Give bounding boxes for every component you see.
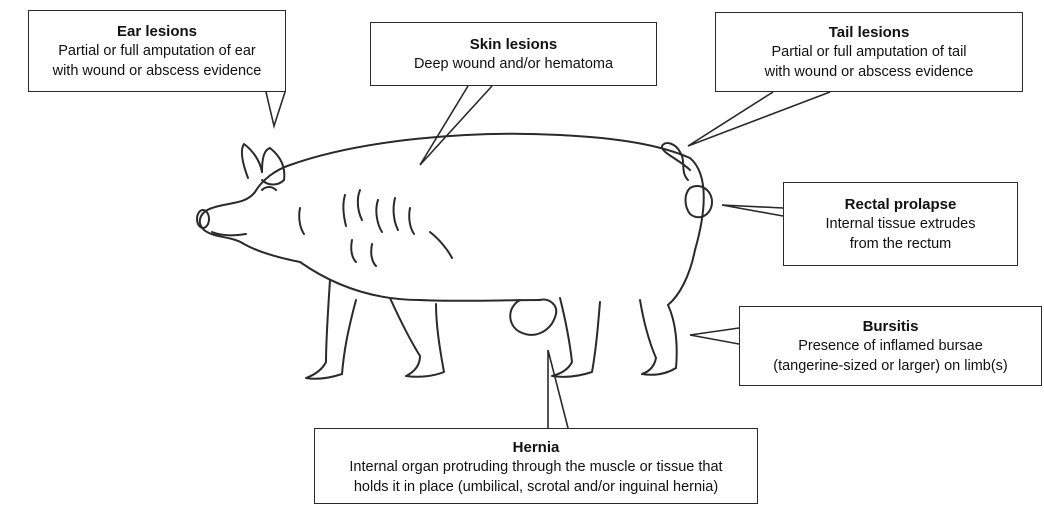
bursitis-desc-line-1: Presence of inflamed bursae (798, 336, 983, 356)
hernia-desc-line-1: Internal organ protruding through the mu… (349, 457, 722, 477)
bursitis-callout: Bursitis Presence of inflamed bursae (ta… (739, 306, 1042, 386)
rectal-prolapse-callout: Rectal prolapse Internal tissue extrudes… (783, 182, 1018, 266)
bursitis-leader-line (690, 328, 739, 344)
ear-lesions-desc-line-2: with wound or abscess evidence (53, 61, 262, 81)
pig-skin-mark-3 (376, 200, 382, 232)
pig-hind-leg-b (640, 300, 677, 375)
ear-lesions-callout: Ear lesions Partial or full amputation o… (28, 10, 286, 92)
hernia-title: Hernia (513, 438, 560, 457)
pig-skin-mark-2 (358, 190, 362, 220)
pig-ear-left (242, 144, 262, 178)
pig-hernia-bulge (510, 300, 556, 335)
skin-lesions-callout: Skin lesions Deep wound and/or hematoma (370, 22, 657, 86)
pig-skin-mark-6 (351, 240, 356, 262)
ear-lesions-title: Ear lesions (117, 22, 197, 41)
ear-lesions-desc-line-1: Partial or full amputation of ear (58, 41, 255, 61)
tail-lesions-desc-line-1: Partial or full amputation of tail (771, 42, 966, 62)
rectal-prolapse-desc-line-2: from the rectum (850, 234, 952, 254)
tail-lesions-callout: Tail lesions Partial or full amputation … (715, 12, 1023, 92)
ear-leader-line (266, 92, 285, 126)
pig-skin-mark-9 (299, 208, 304, 234)
pig-skin-mark-5 (409, 208, 414, 234)
rectal-prolapse-title: Rectal prolapse (845, 195, 957, 214)
rectal-leader-line (722, 205, 783, 216)
bursitis-desc-line-2: (tangerine-sized or larger) on limb(s) (773, 356, 1008, 376)
pig-skin-mark-7 (371, 244, 376, 266)
pig-skin-mark-1 (343, 195, 346, 226)
pig-eye (262, 187, 276, 190)
pig-skin-mark-8 (430, 232, 452, 258)
pig-rump-outline (668, 158, 704, 305)
tail-lesions-title: Tail lesions (829, 23, 910, 42)
pig-front-leg-b (390, 298, 444, 377)
pig-front-leg-a (306, 280, 356, 379)
tail-lesions-desc-line-2: with wound or abscess evidence (765, 62, 974, 82)
pig-hind-leg-a (552, 298, 600, 377)
pig-illustration (197, 134, 712, 379)
rectal-prolapse-desc-line-1: Internal tissue extrudes (826, 214, 976, 234)
bursitis-title: Bursitis (863, 317, 919, 336)
pig-rectal-bulge (686, 186, 713, 217)
skin-lesions-title: Skin lesions (470, 35, 558, 54)
skin-lesions-desc-line-1: Deep wound and/or hematoma (414, 54, 613, 74)
skin-leader-line (420, 86, 492, 165)
pig-back-outline (290, 134, 690, 165)
pig-belly-outline (300, 262, 540, 301)
tail-leader-line (688, 92, 830, 146)
hernia-desc-line-2: holds it in place (umbilical, scrotal an… (354, 477, 718, 497)
pig-skin-mark-4 (394, 198, 398, 230)
hernia-callout: Hernia Internal organ protruding through… (314, 428, 758, 504)
hernia-leader-line (548, 350, 568, 428)
